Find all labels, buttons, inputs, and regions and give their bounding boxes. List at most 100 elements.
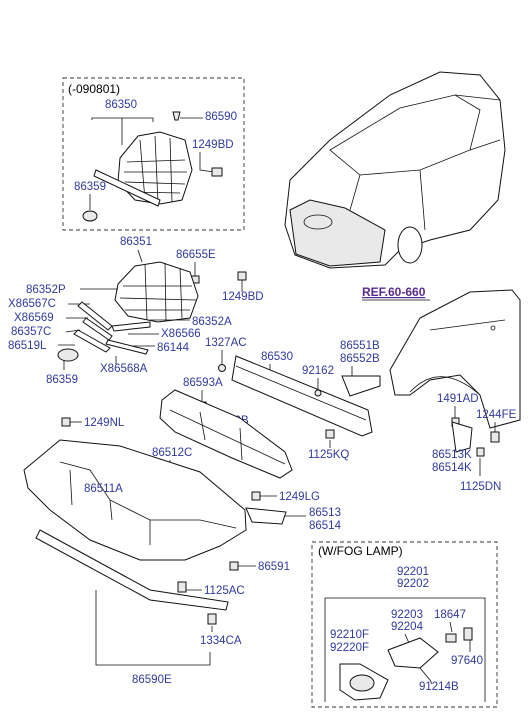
group-box-fog-lamp [311,541,498,708]
part-86144[interactable]: 86144 [157,342,190,354]
bulb-18647 [445,633,457,643]
leader-86590E [95,590,211,666]
part-86590[interactable]: 86590 [205,111,237,123]
ref-60-660[interactable]: REF.60-660 [362,285,426,299]
bracket-86551B [341,375,381,397]
part-1334CA[interactable]: 1334CA [200,635,242,647]
fog-lamp-lens [349,674,375,692]
part-1244FE[interactable]: 1244FE [476,409,517,421]
part-97640[interactable]: 97640 [451,655,483,667]
grille-upper-moulding [93,169,161,207]
part-92210F[interactable]: 92210F [330,629,369,641]
group-label-fog-lamp: (W/FOG LAMP) [318,544,403,558]
bumper-cover-86511A [23,439,247,561]
bracket-86513 [245,507,287,525]
part-86513[interactable]: 86513 [309,507,341,519]
part-86511A[interactable]: 86511A [84,483,123,495]
part-86552B[interactable]: 86552B [340,353,380,365]
part-X86568A[interactable]: X86568A [100,363,148,375]
nut-1334CA [207,613,217,625]
part-86519L[interactable]: 86519L [8,340,47,352]
part-1327AC[interactable]: 1327AC [205,337,247,349]
part-86590E[interactable]: 86590E [132,674,172,686]
part-91214B[interactable]: 91214B [419,681,459,693]
part-86551B[interactable]: 86551B [340,340,380,352]
part-86513K[interactable]: 86513K [432,449,472,461]
part-86352P[interactable]: 86352P [26,284,66,296]
grille-middle-bars [119,262,197,322]
leaders-left-column [58,288,118,370]
car-grille [303,214,333,230]
part-86359-lower[interactable]: 86359 [46,374,78,386]
leader-86351 [137,249,143,263]
bolt-1125KQ [325,429,335,439]
part-1249BD-upper[interactable]: 1249BD [192,139,234,151]
screw-1249NL [61,417,71,427]
part-X86566[interactable]: X86566 [161,328,201,340]
part-X86567C[interactable]: X86567C [8,298,56,310]
part-1125DN[interactable]: 1125DN [460,481,501,493]
absorber-86520B-detail [169,409,286,465]
bolt-1125DN [476,447,485,457]
part-86359-upper[interactable]: 86359 [74,181,106,193]
wire-91214B [419,667,433,685]
emblem-upper [82,210,98,222]
clip-86591 [229,561,239,571]
bolt-92162 [314,389,322,397]
screw-1249BD-upper [211,167,223,177]
part-1125KQ[interactable]: 1125KQ [308,449,349,461]
part-92202[interactable]: 92202 [397,578,429,590]
part-86352A[interactable]: 86352A [192,316,232,328]
absorber-86520B [159,389,293,479]
part-1249BD-lower[interactable]: 1249BD [222,291,264,303]
nut-1327AC [218,364,226,372]
part-92203[interactable]: 92203 [391,609,423,621]
leader-92201 [324,597,486,702]
part-86655E[interactable]: 86655E [176,249,216,261]
part-86512C[interactable]: 86512C [152,447,192,459]
part-92220F[interactable]: 92220F [330,642,369,654]
part-86591[interactable]: 86591 [258,561,290,573]
part-1491AD[interactable]: 1491AD [437,393,479,405]
car-front-wheel [397,226,423,264]
part-1249NL[interactable]: 1249NL [84,417,125,429]
part-92204[interactable]: 92204 [391,621,424,633]
part-92162[interactable]: 92162 [302,365,334,377]
part-86357C[interactable]: 86357C [11,326,51,338]
part-86351[interactable]: 86351 [120,236,152,248]
part-86593A[interactable]: 86593A [183,377,223,389]
clip-86590 [172,111,181,121]
part-86514[interactable]: 86514 [309,520,342,532]
fender-hole [490,325,496,331]
bumper-cover-detail [59,461,237,545]
connector-97640 [463,627,473,641]
trim-X86567C [77,301,113,331]
part-92201[interactable]: 92201 [397,566,429,578]
leader-1249BD-upper [199,152,215,173]
bracket-86513K [451,421,473,453]
car-body-lines [349,94,501,231]
screw-1249BD-lower [237,271,247,281]
beam-86530-edge [235,365,367,421]
part-1249LG[interactable]: 1249LG [279,491,320,503]
fender-lines [409,319,506,396]
part-1125AC[interactable]: 1125AC [204,585,245,597]
emblem-86359-lower [57,348,79,362]
part-86350[interactable]: 86350 [105,99,137,111]
beam-86530 [231,355,373,437]
part-86530[interactable]: 86530 [261,351,293,363]
bolt-1125AC [177,581,187,593]
trim-86144 [105,339,149,355]
part-18647[interactable]: 18647 [434,609,466,621]
part-X86569[interactable]: X86569 [14,312,54,324]
trim-86352A [111,321,151,332]
fog-lamp-bracket [387,637,439,669]
grille-middle [114,261,199,323]
screw-1249LG [251,491,261,501]
leader-86350 [91,117,154,145]
screw-1244FE [490,431,500,443]
part-86514K[interactable]: 86514K [432,462,472,474]
grille-upper-bars [124,135,187,204]
